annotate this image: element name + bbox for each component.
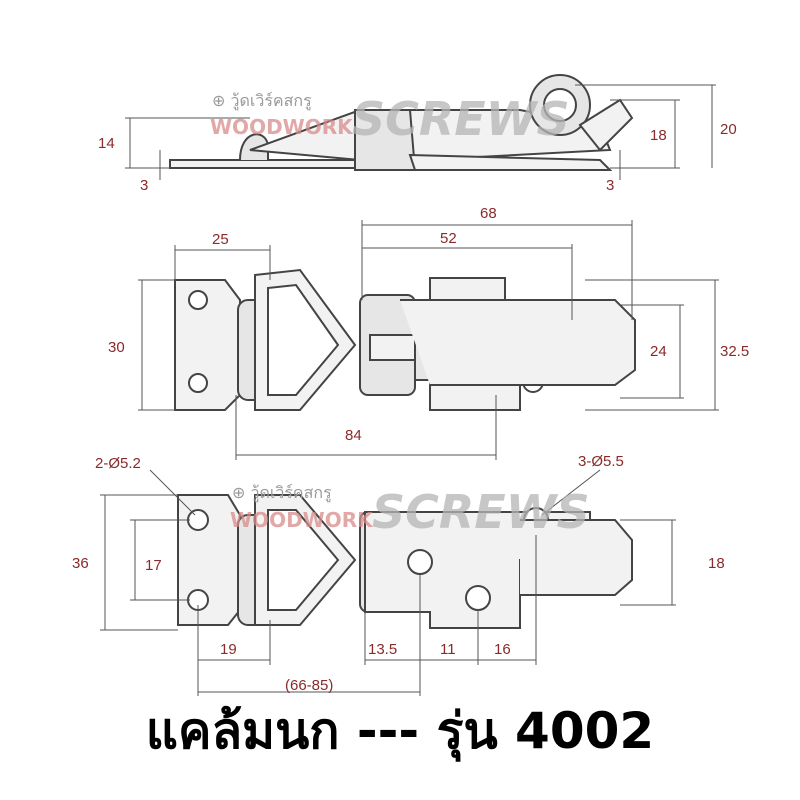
dim-side-14: 14	[98, 135, 115, 152]
dim-bottom-range: (66-85)	[285, 677, 333, 694]
dim-top-52: 52	[440, 230, 457, 247]
top-left-hole-lower	[188, 373, 208, 393]
bottom-center-hole	[407, 549, 433, 575]
watermark-thai-bottom: ⊕ วู้ดเวิร์คสกรู	[232, 483, 332, 503]
side-base-plate	[169, 159, 361, 169]
bottom-view: 2-Ø5.2 3-Ø5.5 36 17 18 19 13.5 11 16	[72, 453, 725, 696]
bottom-lower-hole	[465, 585, 491, 611]
watermark-thai-top: ⊕ วู้ดเวิร์คสกรู	[212, 91, 312, 111]
side-ring-hole	[543, 88, 577, 122]
dim-top-68: 68	[480, 205, 497, 222]
dim-bottom-16: 16	[494, 641, 511, 658]
dim-bottom-holes-right: 3-Ø5.5	[578, 453, 624, 470]
watermark-top: ⊕ วู้ดเวิร์คสกรู WOODWORK SCREWS	[210, 91, 570, 146]
bottom-wire-loop	[520, 519, 633, 596]
dim-bottom-19: 19	[220, 641, 237, 658]
dim-side-3-right: 3	[606, 177, 614, 194]
top-wire-triangle-inner	[267, 283, 340, 396]
dim-bottom-17: 17	[145, 557, 162, 574]
watermark-screws-bottom: SCREWS	[372, 485, 590, 539]
dim-side-3-left: 3	[140, 177, 148, 194]
watermark-screws-top: SCREWS	[352, 92, 570, 146]
side-lower-plate	[408, 153, 613, 171]
bottom-wire-triangle-inner	[267, 509, 340, 611]
dim-bottom-11: 11	[440, 641, 456, 658]
side-handle-tip	[578, 98, 634, 152]
top-wire-loop	[400, 299, 636, 386]
dim-bottom-36: 36	[72, 555, 89, 572]
watermark-woodwork-top: WOODWORK	[210, 115, 354, 139]
dim-bottom-18: 18	[708, 555, 725, 572]
dim-bottom-holes-left: 2-Ø5.2	[95, 455, 141, 472]
product-caption: แคล้มนก --- รุ่น 4002	[145, 702, 655, 760]
dim-side-18: 18	[650, 127, 667, 144]
watermark-bottom: ⊕ วู้ดเวิร์คสกรู WOODWORK SCREWS	[230, 483, 590, 539]
dim-top-84: 84	[345, 427, 362, 444]
watermark-woodwork-bottom: WOODWORK	[230, 508, 374, 532]
dim-top-25: 25	[212, 231, 229, 248]
dim-top-30: 30	[108, 339, 125, 356]
top-left-hole-upper	[188, 290, 208, 310]
side-view: 14 3 18 20 3	[98, 74, 737, 194]
dim-side-20: 20	[720, 121, 737, 138]
dim-top-24: 24	[650, 343, 667, 360]
bottom-left-hole-upper	[187, 509, 209, 531]
dim-bottom-13-5: 13.5	[368, 641, 397, 658]
dim-top-32-5: 32.5	[720, 343, 749, 360]
top-view: 25 68 52 30 24 32.5 84	[108, 205, 749, 460]
